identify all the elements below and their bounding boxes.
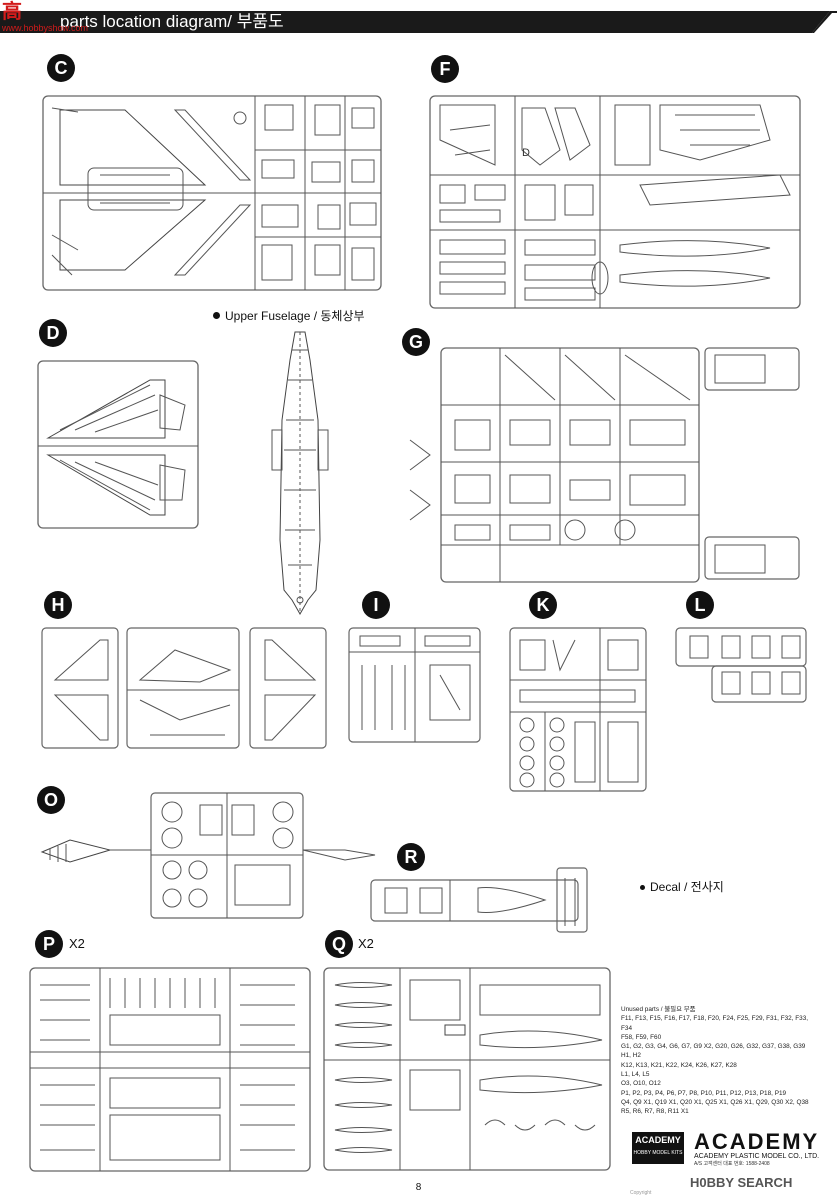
sprue-f-frame: [429, 95, 801, 309]
section-badge-g: G: [402, 328, 430, 356]
sprue-i-frame: [348, 627, 481, 743]
copyright-text: Copyright: [630, 1190, 652, 1196]
upper-fuselage-label: Upper Fuselage / 동체상부: [213, 309, 365, 323]
watermark-logo: 高: [2, 1, 22, 23]
sprue-l-frame: [675, 627, 807, 703]
sprue-o-frame: [40, 792, 376, 919]
sprue-q-frame: [323, 967, 611, 1171]
unused-parts-list: Unused parts / 불필요 부품 F11, F13, F15, F16…: [621, 1005, 819, 1117]
section-multiplier-p: X2: [69, 936, 85, 951]
sprue-d-mark: D: [522, 147, 530, 159]
page-number: 8: [415, 1182, 422, 1193]
unused-parts-line: K12, K13, K21, K22, K24, K26, K27, K28: [621, 1061, 737, 1069]
sprue-c-frame: [42, 95, 382, 291]
unused-parts-line: Q4, Q9 X1, Q19 X1, Q20 X1, Q25 X1, Q26 X…: [621, 1098, 809, 1106]
decal-label: Decal / 전사지: [640, 880, 724, 894]
unused-parts-line: O3, O10, O12: [621, 1080, 661, 1088]
section-badge-f: F: [431, 55, 459, 83]
unused-parts-line: G1, G2, G3, G4, G6, G7, G9 X2, G20, G26,…: [621, 1043, 806, 1051]
section-badge-c: C: [47, 54, 75, 82]
page-title: parts location diagram/ 부품도: [60, 12, 284, 31]
section-badge-i: I: [362, 591, 390, 619]
academy-badge: ACADEMY HOBBY MODEL KITS: [632, 1132, 684, 1164]
sprue-r-frame: [370, 867, 588, 933]
header-bar: [0, 11, 837, 33]
service-note: A/S 고객센터 대표 번호: 1588-2408: [694, 1161, 770, 1167]
unused-parts-line: L1, L4, L5: [621, 1071, 650, 1079]
sprue-k-frame: [509, 627, 647, 792]
section-badge-d: D: [39, 319, 67, 347]
section-multiplier-q: X2: [358, 936, 374, 951]
section-badge-p: P: [35, 930, 63, 958]
hobbysearch-watermark: H0BBY SEARCH: [690, 1175, 793, 1190]
sprue-g-frame: [409, 347, 800, 583]
section-badge-l: L: [686, 591, 714, 619]
unused-parts-line: P1, P2, P3, P4, P6, P7, P8, P10, P11, P1…: [621, 1089, 787, 1097]
sprue-h-frame: [41, 627, 327, 749]
unused-parts-title: Unused parts / 불필요 부품: [621, 1006, 696, 1013]
section-badge-q: Q: [325, 930, 353, 958]
sprue-d-frame: [37, 360, 199, 529]
section-badge-h: H: [44, 591, 72, 619]
section-badge-o: O: [37, 786, 65, 814]
unused-parts-line: H1, H2: [621, 1052, 641, 1060]
company-name: ACADEMY PLASTIC MODEL CO., LTD.: [694, 1153, 820, 1160]
upper-fuselage-drawing: [271, 331, 329, 616]
unused-parts-line: R5, R6, R7, R8, R11 X1: [621, 1108, 689, 1116]
academy-logo: ACADEMY: [694, 1129, 820, 1154]
unused-parts-line: F11, F13, F15, F16, F17, F18, F20, F24, …: [621, 1015, 809, 1032]
unused-parts-line: F58, F59, F60: [621, 1033, 662, 1041]
section-badge-r: R: [397, 843, 425, 871]
section-badge-k: K: [529, 591, 557, 619]
watermark-url: www.hobbyshow.com: [2, 23, 89, 33]
sprue-p-frame: [29, 967, 311, 1172]
